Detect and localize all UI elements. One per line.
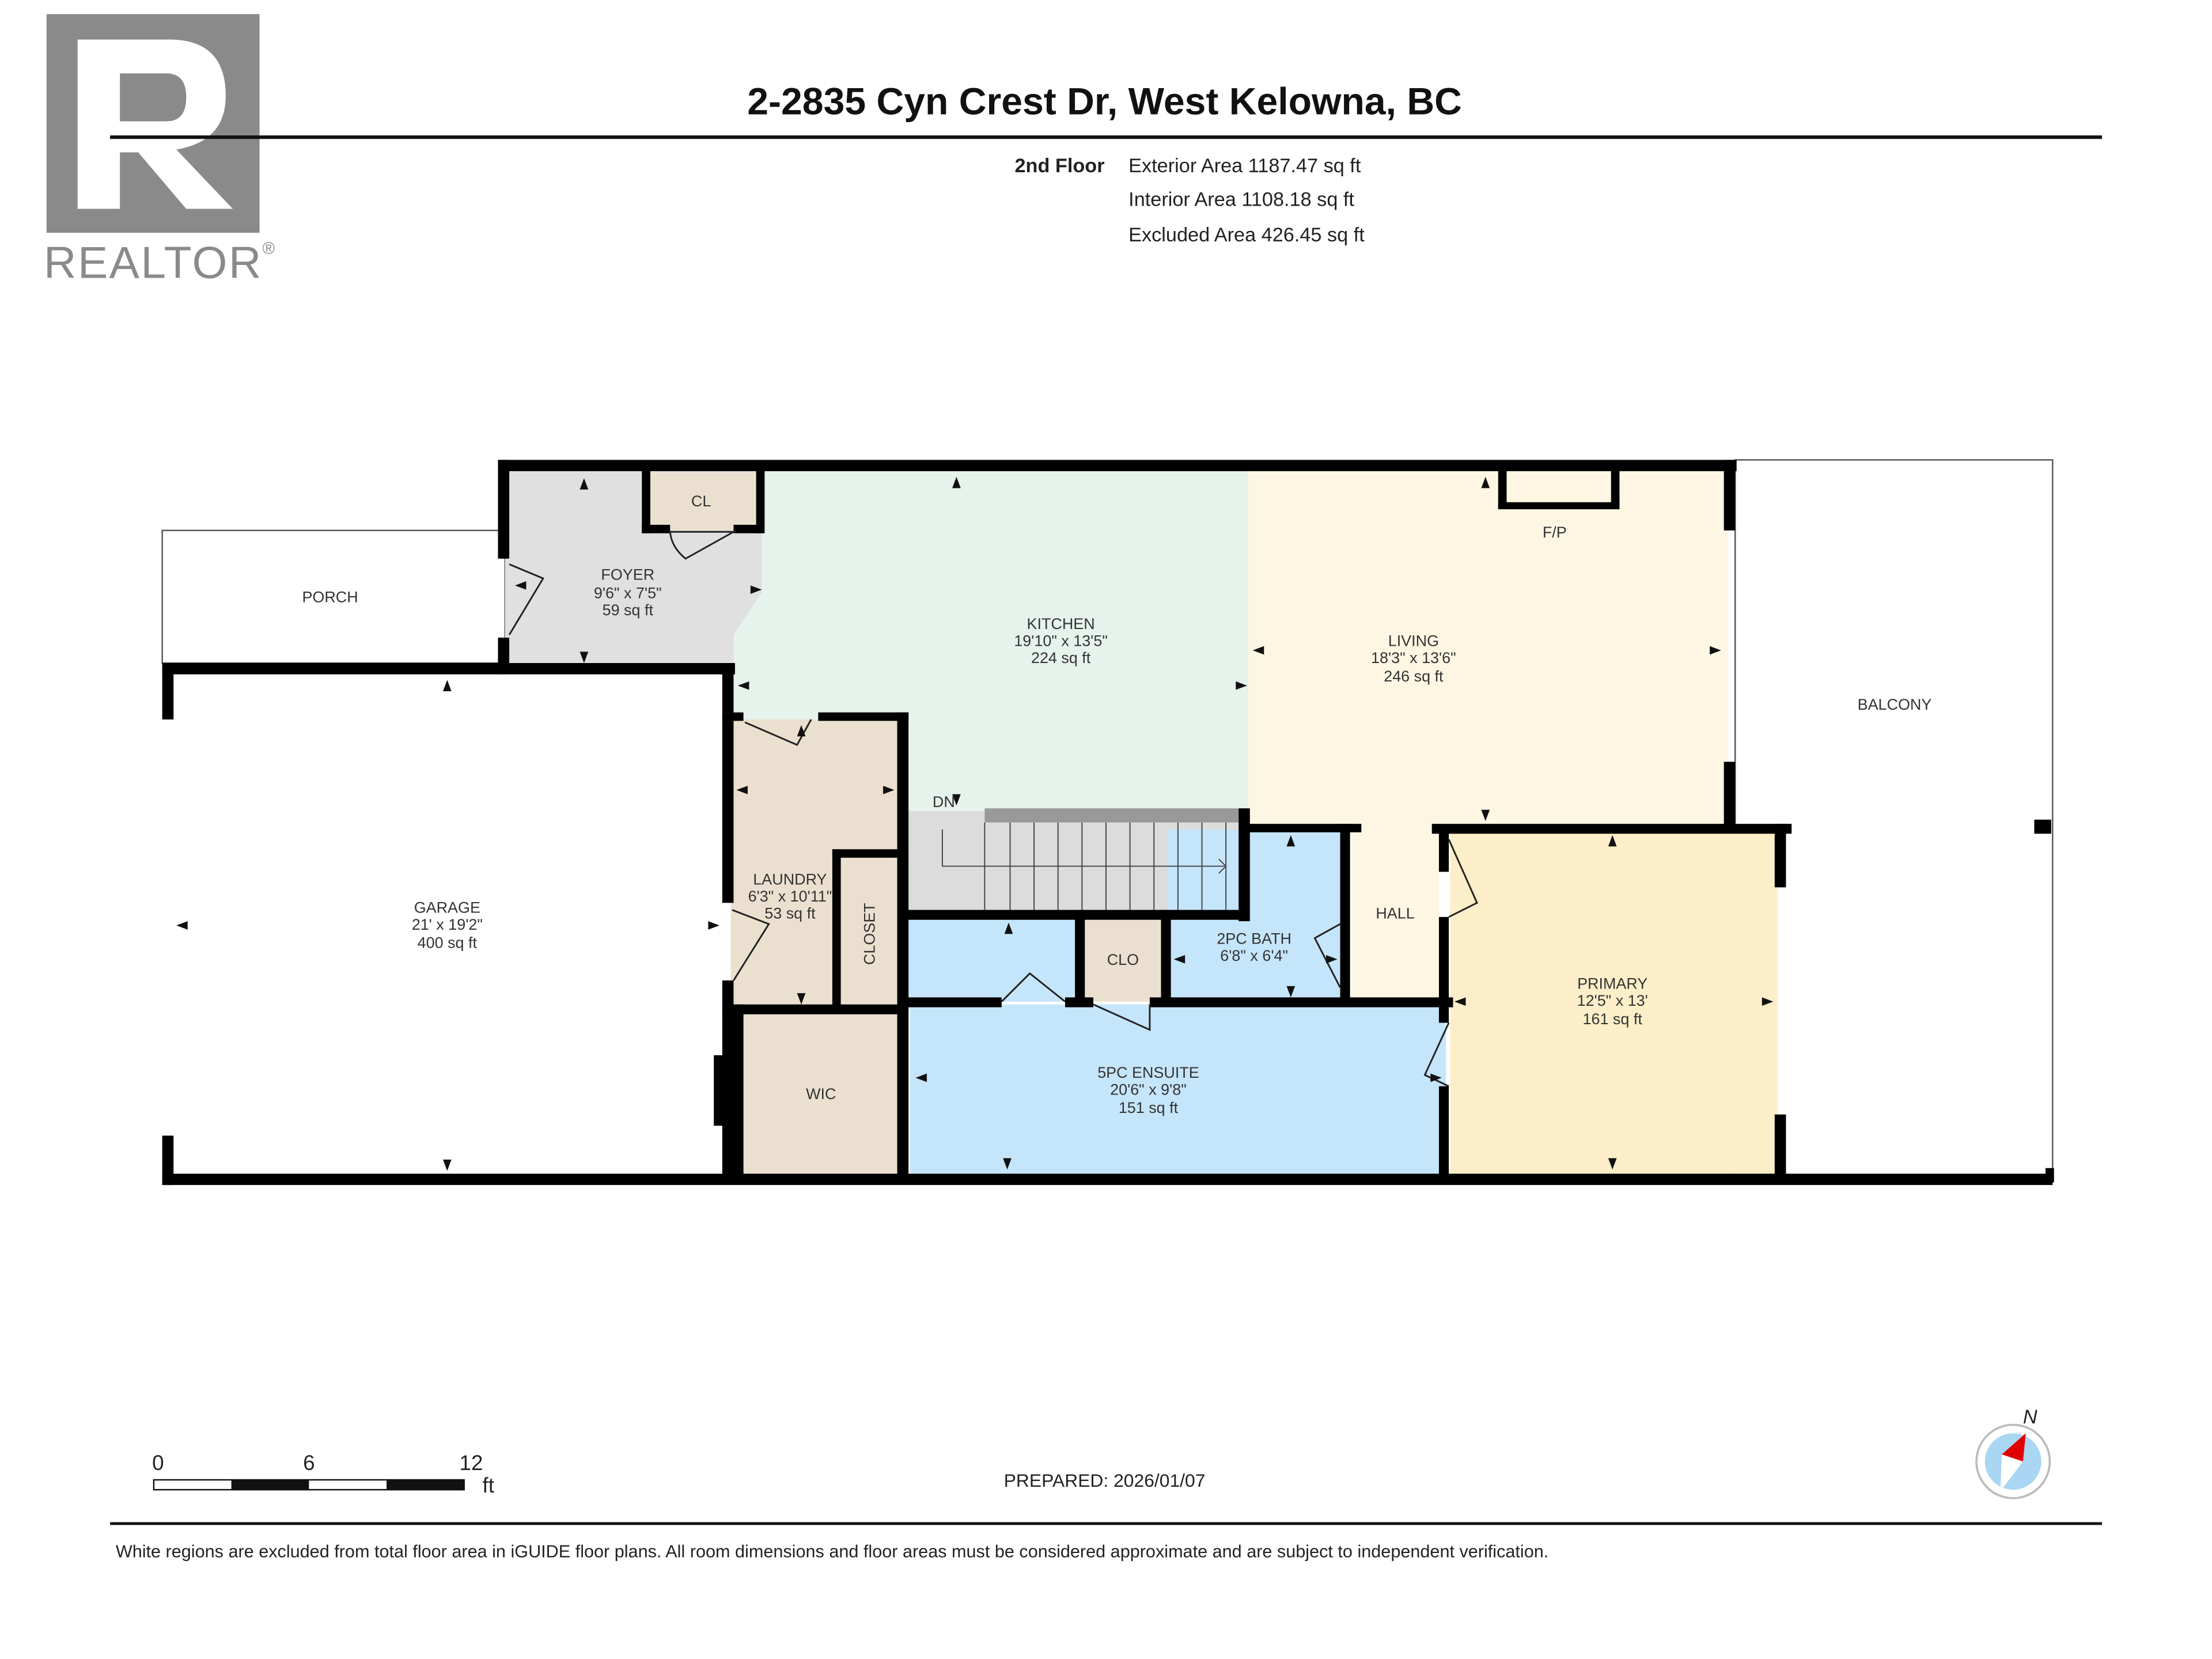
exterior-area: Exterior Area 1187.47 sq ft: [1128, 155, 1361, 177]
bath2-dims: 6'8" x 6'4": [1220, 947, 1288, 964]
foyer-dims: 9'6" x 7'5": [594, 584, 662, 601]
realtor-logo: REALTOR ®: [44, 14, 275, 287]
logo-mark: ®: [263, 239, 275, 258]
garage-label: GARAGE: [414, 899, 480, 916]
stair-treads: [941, 822, 1227, 910]
door-swings: [508, 531, 1478, 1088]
living-area-text: 246 sq ft: [1384, 668, 1444, 685]
primary-area: [1450, 830, 1778, 1174]
garage-area-text: 400 sq ft: [418, 934, 478, 952]
laundry-label: LAUNDRY: [753, 871, 827, 888]
fp-label: F/P: [1543, 524, 1567, 541]
closet-label: CLOSET: [861, 903, 878, 965]
porch-area: [161, 529, 506, 664]
stairs-rail: [984, 808, 1239, 823]
primary-dims: 12'5" x 13': [1577, 992, 1648, 1009]
laundry-dims: 6'3" x 10'11": [748, 888, 832, 905]
bath2-label: 2PC BATH: [1217, 930, 1291, 947]
scale-bar: 0 6 12 ft: [152, 1451, 494, 1497]
walls: [162, 460, 2054, 1185]
ensuite-area: [910, 1004, 1446, 1174]
primary-label: PRIMARY: [1577, 975, 1647, 993]
living-dims: 18'3" x 13'6": [1371, 649, 1456, 666]
excluded-area: Excluded Area 426.45 sq ft: [1128, 224, 1365, 246]
compass-north-label: N: [2023, 1406, 2037, 1428]
compass-icon: N: [1975, 1406, 2051, 1499]
interior-area: Interior Area 1108.18 sq ft: [1128, 189, 1354, 211]
foyer-area-text: 59 sq ft: [603, 601, 654, 619]
foyer-label: FOYER: [601, 566, 654, 584]
ensuite-nook: [907, 916, 1080, 1002]
balcony-area: [1734, 459, 2054, 1183]
disclaimer: White regions are excluded from total fl…: [116, 1542, 1548, 1562]
wic-area: [740, 1013, 903, 1174]
primary-area-text: 161 sq ft: [1583, 1010, 1643, 1028]
laundry-area-text: 53 sq ft: [764, 904, 816, 922]
kitchen-area: [733, 469, 1249, 812]
ensuite-dims: 20'6" x 9'8": [1110, 1081, 1187, 1098]
prepared-date: PREPARED: 2026/01/07: [1004, 1470, 1206, 1491]
kitchen-dims: 19'10" x 13'5": [1014, 632, 1108, 650]
logo-text: REALTOR: [44, 237, 263, 287]
floor-label: 2nd Floor: [1014, 155, 1104, 177]
wic-label: WIC: [806, 1085, 836, 1103]
scale-tick-0: 0: [152, 1451, 164, 1475]
hall-area: [1351, 825, 1439, 1002]
room-fills: [161, 459, 2054, 1183]
kitchen-label: KITCHEN: [1027, 615, 1095, 632]
scale-unit: ft: [483, 1474, 494, 1497]
laundry-area: [730, 719, 903, 1009]
scale-tick-12: 12: [460, 1451, 483, 1475]
footer-divider: [110, 1522, 2102, 1525]
header-divider: [110, 135, 2102, 139]
clo-area: [1083, 919, 1164, 1002]
hall-label: HALL: [1376, 904, 1414, 922]
living-area: [1248, 469, 1728, 825]
balcony-label: BALCONY: [1858, 696, 1932, 713]
page-title: 2-2835 Cyn Crest Dr, West Kelowna, BC: [747, 80, 1462, 123]
ensuite-area-text: 151 sq ft: [1119, 1099, 1179, 1116]
scale-tick-6: 6: [303, 1451, 315, 1475]
cl-label: CL: [691, 493, 711, 510]
ensuite-label: 5PC ENSUITE: [1097, 1064, 1199, 1081]
cl-area: [646, 472, 758, 531]
garage-dims: 21' x 19'2": [412, 916, 483, 933]
porch-label: PORCH: [302, 589, 358, 606]
dimension-arrows: [176, 476, 1774, 1171]
kitchen-area-text: 224 sq ft: [1031, 649, 1091, 666]
clo-label: CLO: [1107, 951, 1139, 968]
stairs-down-label: DN: [933, 793, 955, 810]
living-label: LIVING: [1388, 632, 1439, 650]
